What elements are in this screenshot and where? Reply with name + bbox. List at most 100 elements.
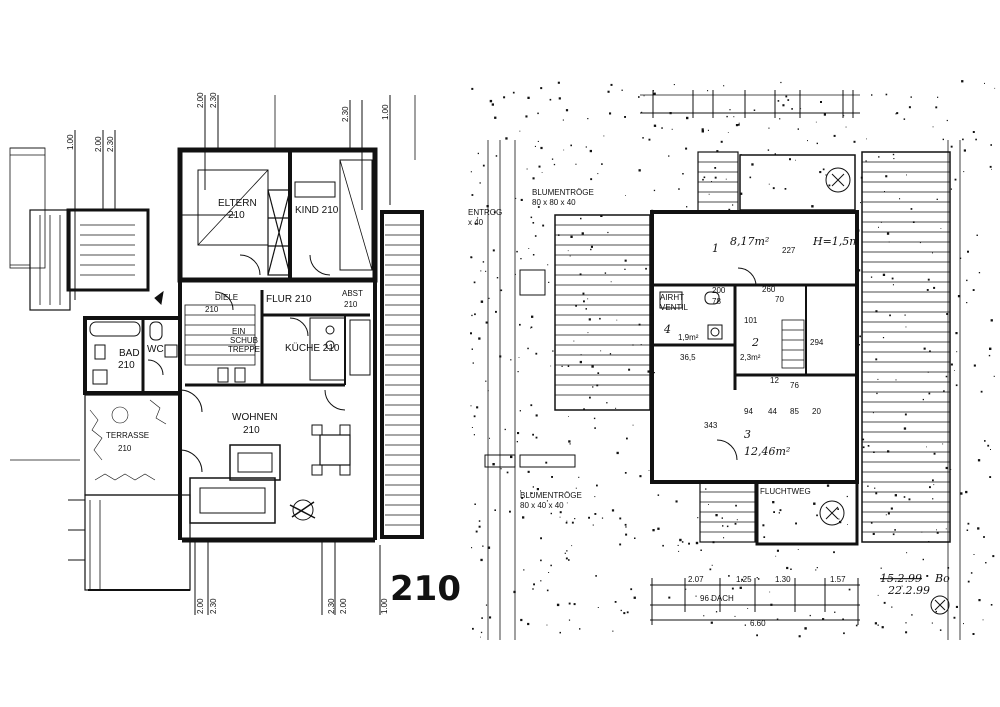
speckle-dot xyxy=(566,520,568,522)
speckle-dot xyxy=(779,118,781,120)
speckle-dot xyxy=(519,130,521,132)
speckle-dot xyxy=(551,158,554,160)
speckle-dot xyxy=(953,616,956,619)
speckle-dot xyxy=(871,94,873,96)
speckle-dot xyxy=(596,384,599,387)
dim-130: 1.30 xyxy=(775,575,791,584)
speckle-dot xyxy=(500,289,503,292)
speckle-dot xyxy=(472,362,474,364)
speckle-dot xyxy=(479,182,481,184)
speckle-dot xyxy=(804,627,807,630)
room-num-diele: 210 xyxy=(205,305,219,314)
speckle-dot xyxy=(599,317,601,320)
speckle-dot xyxy=(530,404,533,407)
speckle-dot xyxy=(520,490,522,492)
speckle-dot xyxy=(933,452,936,455)
speckle-dot xyxy=(597,372,600,374)
speckle-dot xyxy=(610,281,612,283)
speckle-dot xyxy=(763,536,766,538)
speckle-dot xyxy=(961,80,964,83)
speckle-dot xyxy=(892,284,894,286)
speckle-dot xyxy=(922,558,924,561)
speckle-dot xyxy=(950,363,953,366)
speckle-dot xyxy=(989,476,992,478)
speckle-dot xyxy=(991,168,992,170)
speckle-dot xyxy=(650,404,652,406)
speckle-dot xyxy=(709,568,712,571)
speckle-dot xyxy=(967,580,970,583)
speckle-dot xyxy=(472,627,474,630)
room-num-terrasse: 210 xyxy=(118,444,132,453)
speckle-dot xyxy=(494,116,497,119)
speckle-dot xyxy=(890,507,893,510)
speckle-dot xyxy=(734,522,737,525)
speckle-dot xyxy=(678,188,680,190)
speckle-dot xyxy=(571,521,574,524)
speckle-dot xyxy=(557,81,560,84)
dim-343: 343 xyxy=(704,421,718,430)
speckle-dot xyxy=(819,171,822,174)
speckle-dot xyxy=(872,412,874,414)
speckle-dot xyxy=(973,554,975,555)
speckle-dot xyxy=(891,606,893,608)
speckle-dot xyxy=(883,601,886,604)
speckle-dot xyxy=(624,116,626,118)
speckle-dot xyxy=(857,229,860,232)
speckle-dot xyxy=(495,310,497,313)
speckle-dot xyxy=(816,142,818,145)
room-num-eltern: 210 xyxy=(228,210,245,221)
unit-number: 210 xyxy=(390,569,461,609)
speckle-dot xyxy=(935,610,937,613)
speckle-dot xyxy=(702,178,704,181)
planter-label-left: ENTROG xyxy=(468,208,502,217)
speckle-dot xyxy=(882,273,886,276)
speckle-dot xyxy=(955,384,958,387)
speckle-dot xyxy=(611,509,615,512)
speckle-dot xyxy=(966,279,968,282)
speckle-dot xyxy=(707,129,709,131)
speckle-dot xyxy=(908,498,911,501)
speckle-dot xyxy=(638,323,641,326)
speckle-dot xyxy=(872,532,875,535)
speckle-dot xyxy=(865,160,867,162)
speckle-dot xyxy=(471,348,473,350)
speckle-dot xyxy=(708,193,710,195)
speckle-dot xyxy=(731,587,734,590)
speckle-dot xyxy=(550,365,552,367)
speckle-dot xyxy=(809,614,811,617)
speckle-dot xyxy=(992,555,995,558)
speckle-dot xyxy=(661,127,663,129)
speckle-dot xyxy=(506,471,509,474)
speckle-dot xyxy=(943,390,945,392)
speckle-dot xyxy=(989,347,992,350)
speckle-dot xyxy=(862,438,865,441)
speckle-dot xyxy=(616,319,618,321)
speckle-dot xyxy=(537,112,539,115)
speckle-dot xyxy=(732,204,734,206)
speckle-dot xyxy=(568,416,569,417)
speckle-dot xyxy=(727,132,729,133)
speckle-dot xyxy=(480,558,483,562)
dim-101: 101 xyxy=(744,316,758,325)
speckle-dot xyxy=(967,522,970,525)
speckle-dot xyxy=(482,261,485,263)
speckle-dot xyxy=(837,508,839,510)
speckle-dot xyxy=(985,562,987,564)
speckle-dot xyxy=(911,614,913,616)
speckle-dot xyxy=(625,526,627,528)
speckle-dot xyxy=(895,379,897,381)
fixture-label-2: VENTIL xyxy=(660,303,689,312)
speckle-dot xyxy=(734,615,736,617)
speckle-dot xyxy=(632,424,634,426)
speckle-dot xyxy=(485,270,487,272)
speckle-dot xyxy=(800,108,802,110)
room-4-area: 1,9m² xyxy=(678,333,699,342)
speckle-dot xyxy=(471,194,474,196)
speckle-dot xyxy=(825,174,827,176)
speckle-dot xyxy=(990,449,991,450)
speckle-dot xyxy=(575,487,577,489)
speckle-dot xyxy=(594,496,596,498)
room-num-bad: 210 xyxy=(118,360,135,371)
speckle-dot xyxy=(822,618,825,621)
speckle-dot xyxy=(641,111,643,113)
